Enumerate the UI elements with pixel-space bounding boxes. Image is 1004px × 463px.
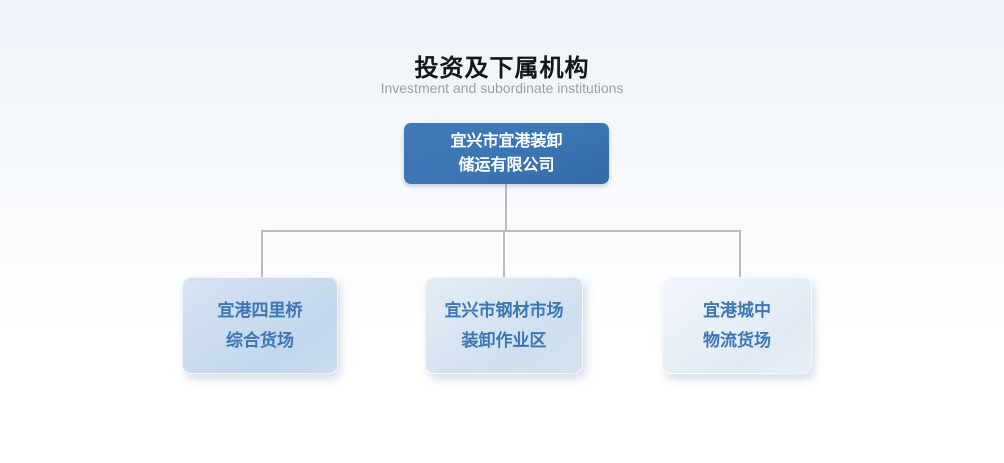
connector-drop-right [739,231,741,277]
org-child-node-siliqiao-freight-yard: 宜港四里桥 综合货场 [182,277,338,374]
page-subtitle: Investment and subordinate institutions [380,80,624,96]
org-child-node-steel-market-loading-area: 宜兴市钢材市场 装卸作业区 [425,277,583,374]
org-root-node-label: 宜兴市宜港装卸 储运有限公司 [450,132,563,174]
org-root-node: 宜兴市宜港装卸 储运有限公司 [404,123,609,184]
connector-root-stem [505,184,507,231]
org-child-node-chengzhong-logistics-yard: 宜港城中 物流货场 [662,277,812,374]
org-child-node-label: 宜港城中 物流货场 [703,300,771,350]
org-child-node-label: 宜港四里桥 综合货场 [217,300,303,350]
connector-drop-middle [503,231,505,277]
org-child-node-label: 宜兴市钢材市场 装卸作业区 [444,300,564,350]
page-title: 投资及下属机构 [414,55,590,82]
connector-drop-left [261,231,263,277]
connector-horizontal-bar [261,230,741,232]
